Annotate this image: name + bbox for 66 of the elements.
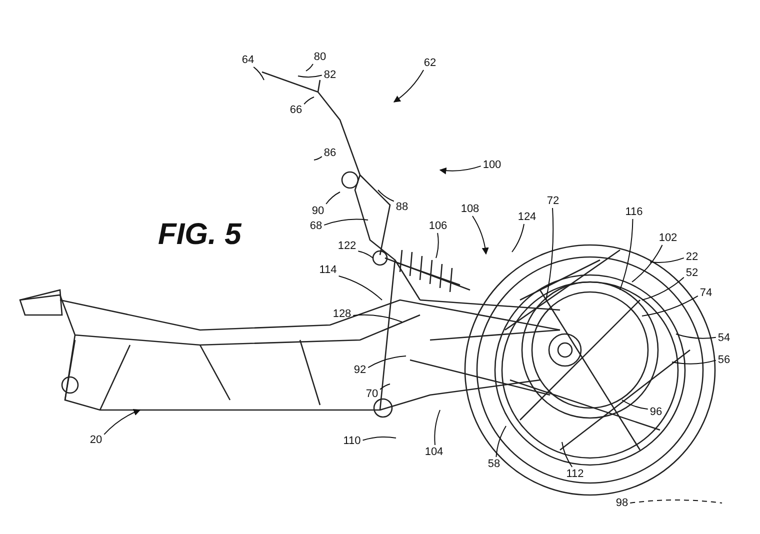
leader-line (304, 96, 314, 105)
callout-number: 82 (324, 69, 336, 81)
leader-line (632, 244, 663, 282)
leader-line (298, 74, 322, 78)
callout-number: 122 (338, 240, 356, 252)
leader-line (676, 334, 716, 339)
leader-line (672, 360, 716, 364)
callout-number: 104 (424, 446, 444, 458)
leader-line (338, 275, 382, 300)
leader-line (650, 257, 684, 264)
callout-number: 102 (658, 232, 678, 244)
leader-line (314, 156, 322, 160)
leader-line (630, 500, 722, 504)
callout-number: 90 (312, 205, 324, 217)
callout-number: 98 (616, 497, 628, 509)
callout-number: 70 (366, 388, 378, 400)
leader-line (306, 64, 314, 72)
callout-number: 64 (242, 54, 254, 66)
leader-line (368, 356, 406, 368)
leader-line (436, 232, 439, 258)
callout-number: 128 (332, 308, 352, 320)
leader-line (358, 250, 374, 258)
arrow (439, 166, 482, 174)
callout-number: 68 (310, 220, 322, 232)
leader-line (326, 192, 340, 204)
callout-number: 52 (686, 267, 698, 279)
callout-number: 112 (566, 468, 584, 480)
leader-line (496, 426, 506, 458)
callout-number: 66 (290, 104, 302, 116)
arrow (393, 70, 424, 102)
callout-number: 22 (686, 251, 698, 263)
callout-number: 108 (460, 203, 480, 215)
callout-number: 62 (424, 57, 436, 69)
callout-number: 20 (90, 434, 102, 446)
callout-number: 100 (482, 159, 502, 171)
arrow (472, 216, 489, 255)
callout-number: 92 (354, 364, 366, 376)
figure-title: FIG. 5 (158, 218, 242, 252)
callout-number: 80 (314, 51, 326, 63)
callout-number: 110 (343, 435, 361, 447)
callout-number: 58 (488, 458, 500, 470)
leader-line (546, 208, 554, 300)
leader-line (380, 384, 390, 390)
callout-number: 56 (718, 354, 730, 366)
callout-number: 106 (428, 220, 448, 232)
callout-number: 116 (625, 206, 643, 218)
callout-number: 74 (700, 287, 712, 299)
leader-line (622, 400, 648, 410)
leader-line (512, 224, 524, 252)
leader-line (253, 66, 264, 80)
leader-line (434, 410, 440, 446)
callout-number: 72 (546, 195, 560, 207)
callout-number: 88 (396, 201, 408, 213)
leader-line (620, 218, 634, 290)
leader-line (562, 442, 573, 468)
leader-line (324, 218, 368, 226)
leader-line (362, 436, 396, 441)
callout-number: 54 (718, 332, 730, 344)
callout-number: 96 (650, 406, 662, 418)
callout-number: 86 (324, 147, 336, 159)
callout-number: 114 (319, 264, 337, 276)
arrow (104, 409, 141, 435)
callout-number: 124 (518, 211, 536, 223)
leader-line (642, 276, 684, 300)
leader-line (378, 190, 394, 202)
leader-line (352, 314, 402, 322)
